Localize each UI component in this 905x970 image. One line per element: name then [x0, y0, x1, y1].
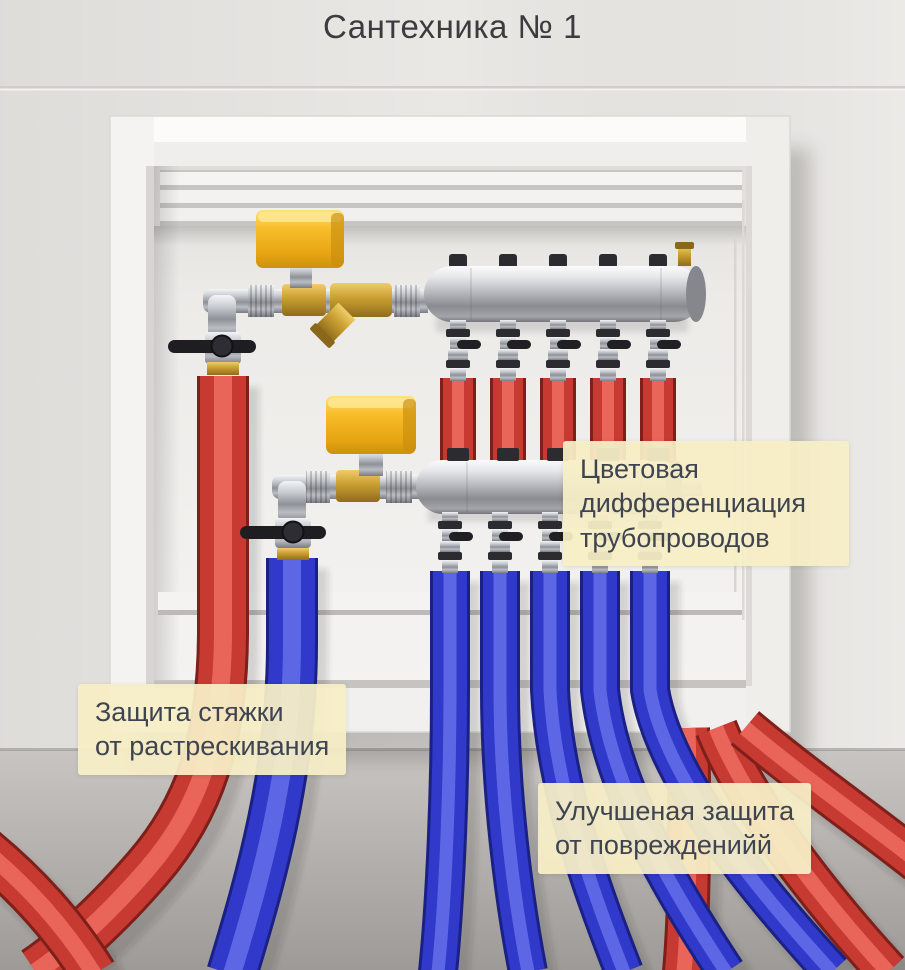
wall-groove-highlight — [0, 88, 905, 91]
supply-line-assembly — [168, 210, 428, 375]
return-line-assembly — [240, 396, 422, 560]
zone-valve-brass — [282, 284, 326, 316]
callout-damage-protection: Улучшеная защита от поврежденийй — [538, 783, 812, 874]
callout-screed-protection: Защита стяжки от растрескивания — [78, 684, 347, 775]
page-title: Сантехника № 1 — [323, 8, 582, 45]
callout-color-differentiation: Цветовая дифференциация трубопроводов — [563, 441, 849, 566]
air-vent — [678, 246, 691, 266]
supply-manifold — [424, 242, 706, 332]
strainer-valve — [310, 283, 392, 348]
actuator-2 — [326, 396, 416, 476]
wall-groove — [0, 86, 905, 89]
actuator-1 — [256, 210, 344, 288]
shutoff-valve-hot — [168, 332, 256, 375]
shutoff-valve-cold — [240, 518, 326, 560]
